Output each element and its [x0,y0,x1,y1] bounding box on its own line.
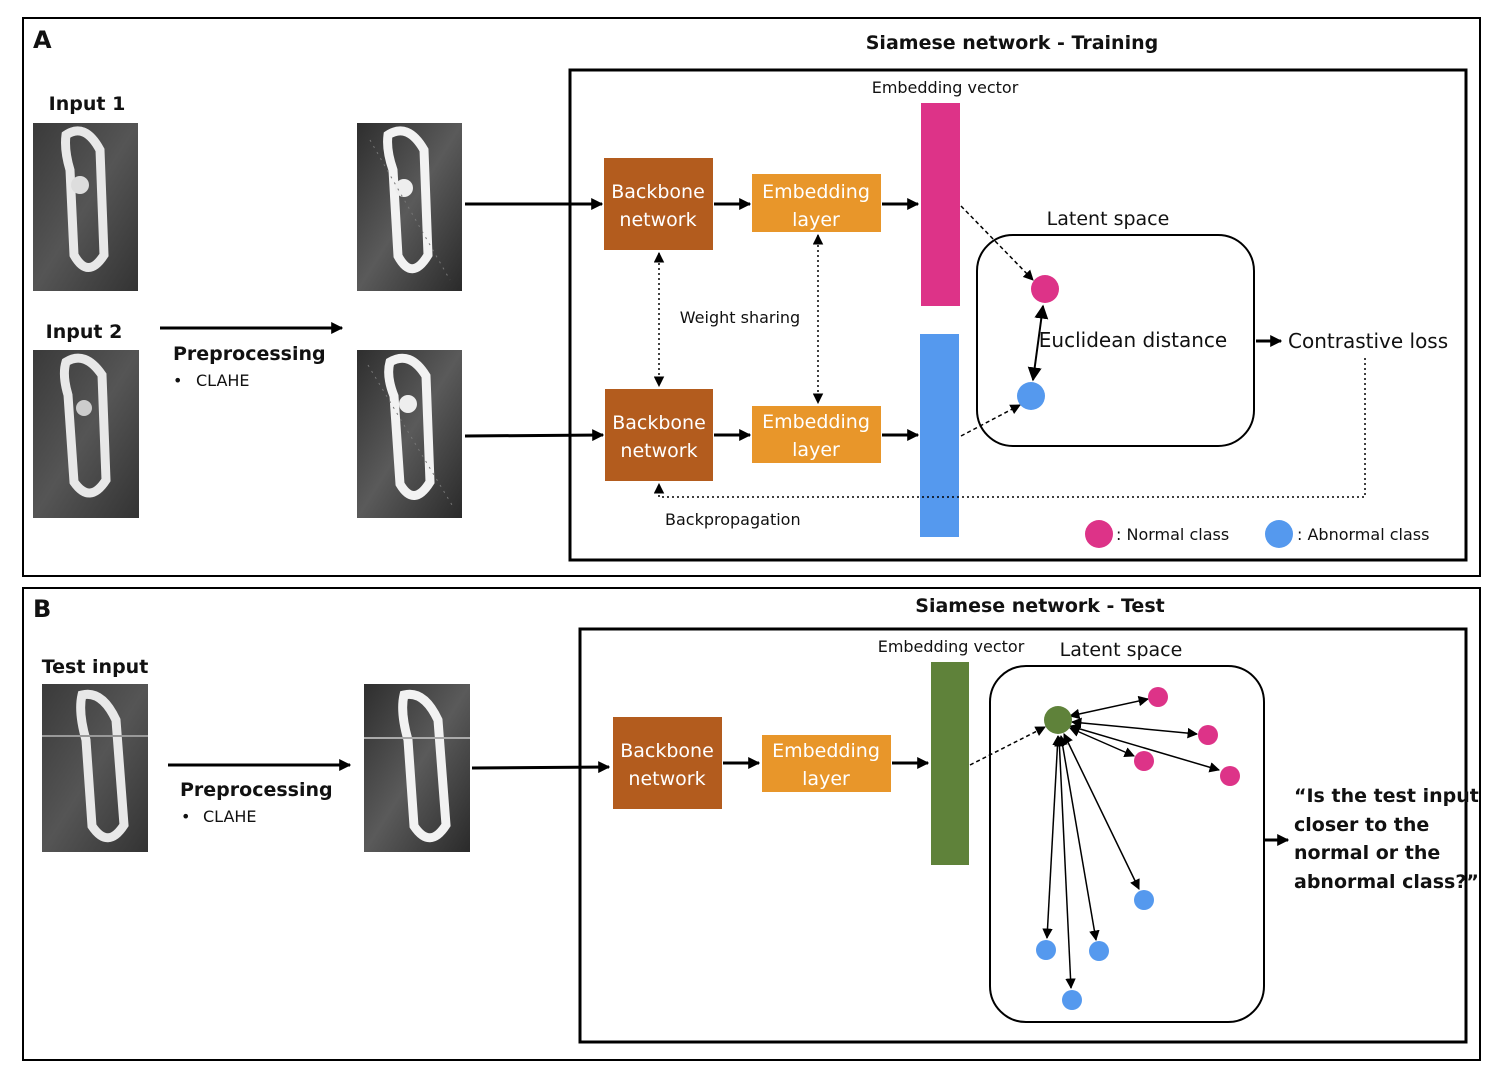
backbone-bottom-line1: Backbone [612,412,706,434]
preprocessing-bullet-b: • [181,807,190,826]
legend-abnormal-label: : Abnormal class [1297,525,1429,544]
backpropagation-path [653,358,1366,498]
preprocessed-image-1 [357,123,462,291]
panel-b-frame [22,587,1481,1061]
latent-space-box-b [989,665,1265,1023]
panel-a-title: Siamese network - Training [866,32,1158,54]
embedding-bottom-line1: Embedding [762,411,870,433]
input1-image [33,123,138,291]
test-question: “Is the test input closer to the normal … [1294,785,1479,893]
backbone-network-test [613,717,722,809]
latent-space-label-b: Latent space [1060,639,1183,661]
latent-space-label-a: Latent space [1047,208,1170,230]
legend-abnormal-marker [1265,520,1293,548]
backbone-test-line2: network [628,768,705,790]
backbone-network-top [604,158,713,250]
test-input-image [42,684,148,852]
input1-label: Input 1 [49,93,126,115]
preprocessed-test-image [364,684,470,852]
backbone-bottom-line2: network [620,440,697,462]
embedding-vector-test [931,662,969,865]
backpropagation-label: Backpropagation [665,510,801,529]
distance-arrows [1042,695,1221,990]
normal-point-a [1031,275,1059,303]
preprocessing-bullet-a: • [173,371,182,390]
embedding-vector-normal [921,103,960,306]
panel-b-title: Siamese network - Test [915,595,1164,617]
preprocessing-label-b: Preprocessing [180,779,333,801]
preprocessed-image-2 [357,350,462,518]
normal-class-points [1134,687,1240,786]
embedding-layer-top [752,174,881,232]
embedding-test-line1: Embedding [772,740,880,762]
backbone-top-line1: Backbone [611,181,705,203]
panel-b-letter: B [33,595,51,623]
preprocessing-item-b: CLAHE [203,807,257,826]
test-point [1044,706,1072,734]
latent-space-box-a [976,234,1255,447]
input2-image [33,350,139,518]
embedding-vector-label-b: Embedding vector [878,637,1025,656]
panel-a-letter: A [33,26,52,54]
weight-sharing-label: Weight sharing [680,308,800,327]
euclidean-distance-label: Euclidean distance [1039,328,1227,352]
embedding-top-line1: Embedding [762,181,870,203]
preprocessing-label-a: Preprocessing [173,343,326,365]
embedding-vector-label-a: Embedding vector [872,78,1019,97]
abnormal-point-a [1017,382,1045,410]
panel-b: B Siamese network - Test Test input Prep… [22,587,1481,1061]
legend-normal-marker [1085,520,1113,548]
embedding-bottom-line2: layer [792,439,840,461]
preprocessing-item-a: CLAHE [196,371,250,390]
embedding-test-line2: layer [802,768,850,790]
abnormal-class-points [1036,890,1154,1010]
question-line-1: “Is the test input [1294,785,1479,807]
test-network-box [578,627,1468,1044]
embedding-layer-bottom [752,406,881,463]
backbone-top-line2: network [619,209,696,231]
embedding-vector-abnormal [920,334,959,537]
input2-label: Input 2 [46,321,123,343]
embedding-top-line2: layer [792,209,840,231]
question-line-3: normal or the [1294,842,1440,864]
embedding-layer-test [762,735,891,792]
contrastive-loss-label: Contrastive loss [1288,329,1448,353]
question-line-2: closer to the [1294,814,1429,836]
test-input-label: Test input [42,656,149,678]
training-network-box [568,68,1468,562]
panel-a: A Siamese network - Training Input 1 Inp… [22,17,1481,577]
euclidean-distance-arrow [1027,304,1049,382]
backbone-test-line1: Backbone [620,740,714,762]
backbone-network-bottom [605,389,713,481]
legend-normal-label: : Normal class [1116,525,1229,544]
question-line-4: abnormal class?” [1294,871,1479,893]
panel-a-frame [22,17,1481,577]
